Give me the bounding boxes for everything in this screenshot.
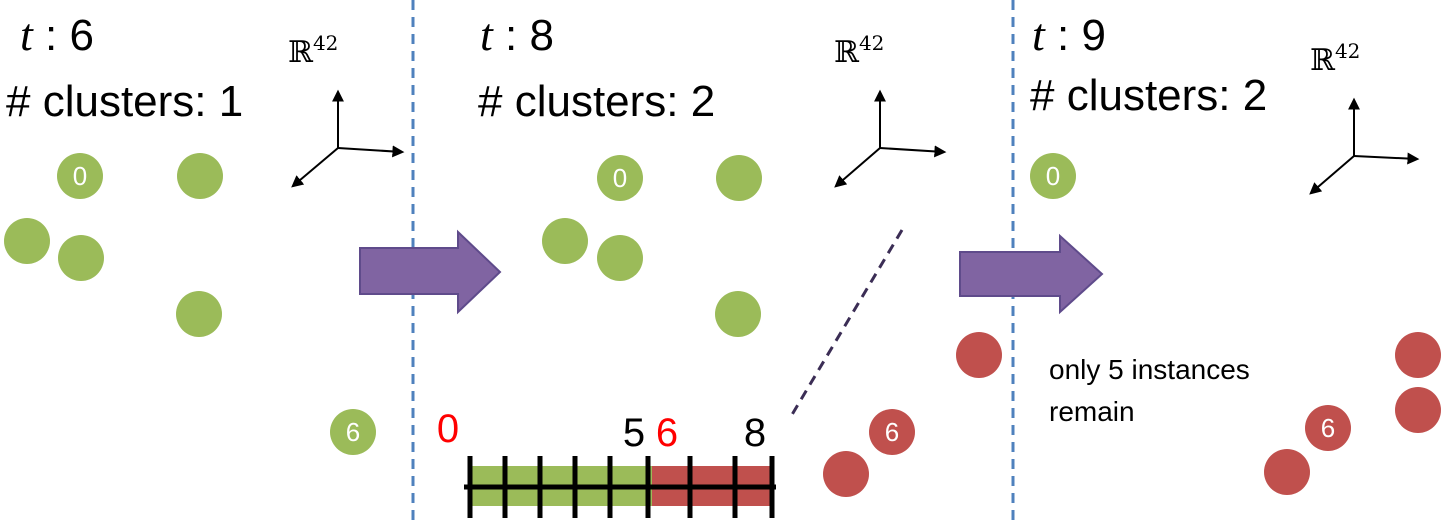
space-label: ℝ42: [834, 31, 884, 70]
panel-t6: t : 6 # clusters: 1 ℝ42 0 6: [4, 9, 405, 455]
dashed-connector: [788, 229, 904, 419]
timeline: 0 5 6 8: [437, 407, 776, 518]
time-heading: t : 9: [1032, 9, 1106, 60]
data-point: [716, 155, 762, 201]
panel-t8: t : 8 # clusters: 2 ℝ42 0 6: [437, 9, 947, 518]
svg-text:0: 0: [73, 161, 87, 191]
3d-axes-icon: [1309, 97, 1420, 195]
data-point: [1264, 449, 1310, 495]
point-cloud: 0 6: [956, 153, 1441, 495]
instance-note: remain: [1049, 396, 1135, 427]
time-heading: t : 8: [480, 9, 554, 60]
data-point: [542, 218, 588, 264]
clusters-heading: # clusters: 1: [6, 77, 243, 126]
instance-note: only 5 instances: [1049, 354, 1250, 385]
timeline-tick-label: 8: [744, 411, 766, 455]
time-heading: t : 6: [20, 9, 94, 60]
data-point: 6: [330, 409, 376, 455]
timeline-tick-label: 0: [437, 407, 459, 451]
data-point: 0: [1030, 153, 1076, 199]
timeline-ticks: [467, 456, 775, 518]
3d-axes-icon: [834, 89, 947, 188]
data-point: [176, 291, 222, 337]
panel-t9: t : 9 # clusters: 2 ℝ42 only 5 instances…: [956, 9, 1441, 495]
clusters-heading: # clusters: 2: [478, 77, 715, 126]
svg-text:0: 0: [1046, 161, 1060, 191]
3d-axes-icon: [291, 89, 405, 188]
data-point: [1395, 332, 1441, 378]
right-arrow-icon: [959, 233, 1104, 315]
data-point: 6: [1305, 405, 1351, 451]
data-point: [58, 235, 104, 281]
data-point: [4, 218, 50, 264]
svg-text:0: 0: [613, 163, 627, 193]
data-point: [177, 153, 223, 199]
svg-text:6: 6: [1321, 413, 1335, 443]
data-point: [1395, 387, 1441, 433]
data-point: [715, 291, 761, 337]
data-point: 0: [57, 153, 103, 199]
right-arrow-icon: [359, 229, 502, 315]
data-point: 6: [869, 409, 915, 455]
point-cloud: 0 6: [542, 155, 915, 497]
data-point: [597, 235, 643, 281]
svg-text:6: 6: [346, 417, 360, 447]
point-cloud: 0 6: [4, 153, 376, 455]
space-label: ℝ42: [288, 31, 338, 70]
clusters-heading: # clusters: 2: [1030, 71, 1267, 120]
data-point: [823, 451, 869, 497]
timeline-tick-label: 5: [623, 411, 645, 455]
space-label: ℝ42: [1310, 39, 1360, 78]
timeline-tick-label: 6: [656, 411, 678, 455]
data-point: [956, 332, 1002, 378]
svg-text:6: 6: [885, 417, 899, 447]
data-point: 0: [597, 155, 643, 201]
